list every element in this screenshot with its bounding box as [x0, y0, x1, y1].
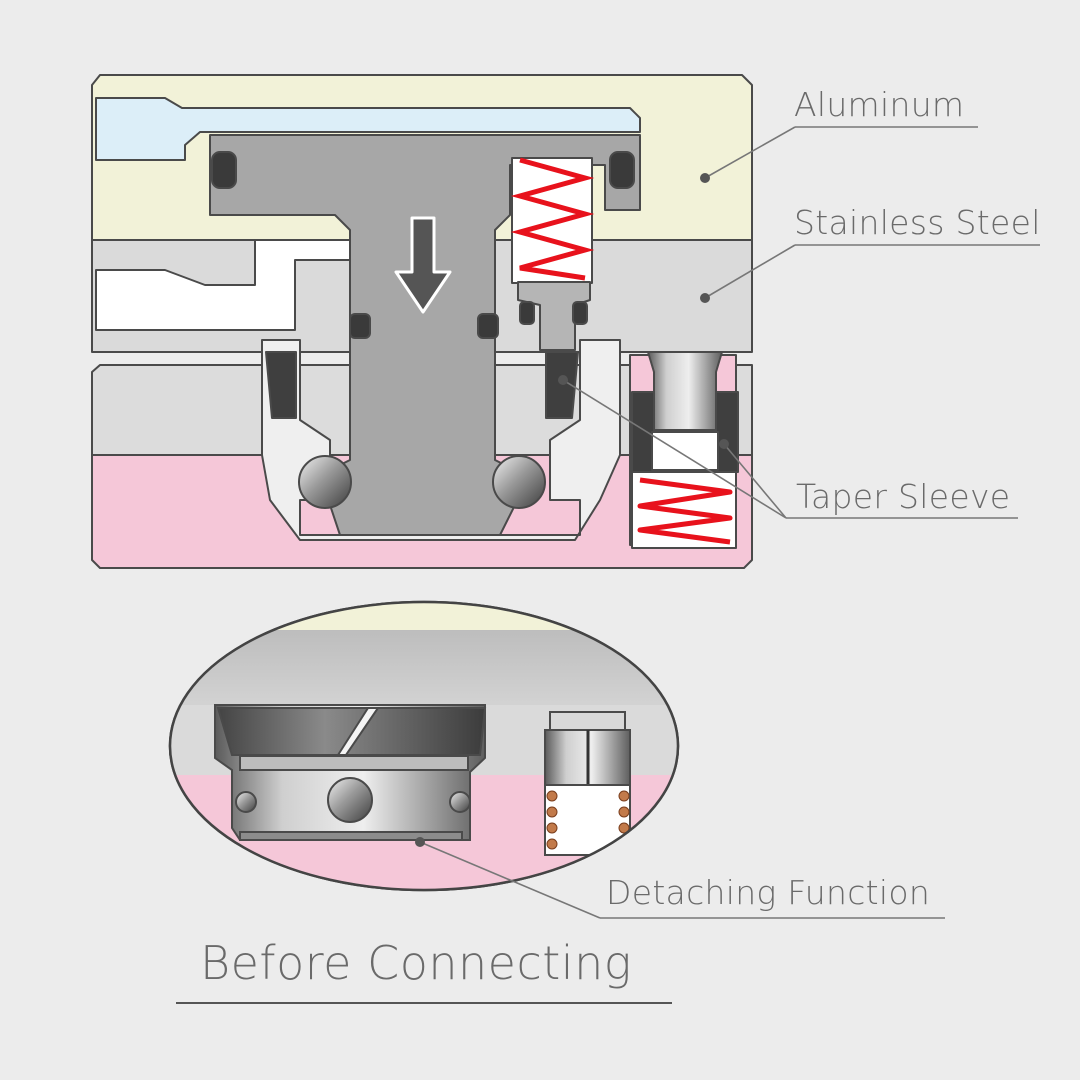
detail-ball-right [449, 791, 471, 813]
detail-ring [239, 755, 469, 771]
down-arrow-icon [394, 216, 452, 314]
detail-groove [239, 831, 463, 841]
callout-leaders [562, 126, 1040, 519]
right-pin-head [651, 431, 719, 471]
main-cross-section [91, 74, 753, 569]
right-pin [647, 351, 723, 431]
stainless-steel-label: Stainless Steel [794, 203, 1041, 242]
taper-sleeve-right-pin-left [631, 391, 655, 473]
detail-spring-box [544, 784, 631, 856]
detail-zoom [168, 600, 680, 892]
o-ring-left-mid [349, 313, 371, 339]
aluminum-label: Aluminum [794, 85, 965, 124]
detail-pin-head [549, 711, 626, 731]
right-spring [637, 477, 733, 545]
o-ring-left-top [211, 151, 237, 189]
steel-ball-right [492, 455, 546, 509]
o-ring-plunger-r [572, 301, 588, 325]
detail-ball [327, 777, 373, 823]
page-title: Before Connecting [200, 936, 632, 990]
detail-ball-left [235, 791, 257, 813]
detaching-leader [415, 837, 945, 919]
o-ring-right-top [609, 151, 635, 189]
steel-ball-left [298, 455, 352, 509]
detail-collar [216, 707, 487, 756]
o-ring-plunger [519, 301, 535, 325]
air-channel-upper [95, 97, 641, 161]
callout-dots [558, 173, 729, 449]
taper-sleeve-label: Taper Sleeve [796, 477, 1011, 516]
taper-sleeve-right [545, 351, 579, 419]
taper-sleeve-left [265, 351, 297, 419]
detaching-function-label: Detaching Function [606, 873, 931, 912]
taper-sleeve-right-pin-right [715, 391, 739, 473]
main-spring [510, 157, 595, 281]
o-ring-right-mid [477, 313, 499, 339]
